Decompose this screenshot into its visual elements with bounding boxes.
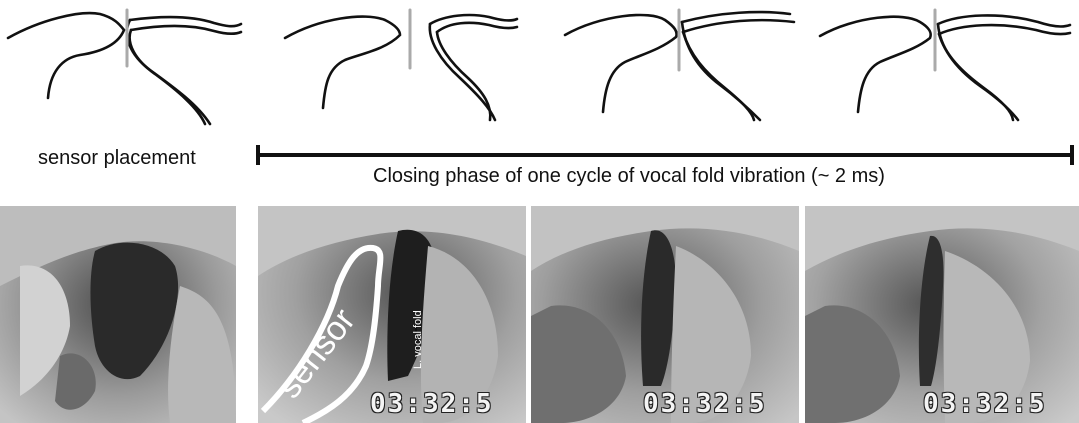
schematic-phase-3 bbox=[820, 10, 1070, 120]
endoscope-photo-phase-3: 03:32:5 bbox=[805, 206, 1079, 423]
timecode: 03:32:5 bbox=[370, 389, 494, 419]
timecode: 03:32:5 bbox=[643, 389, 767, 419]
left-fold-outer-lower bbox=[682, 22, 760, 120]
sensor-placement-caption: sensor placement bbox=[38, 147, 196, 170]
schematic-phase-1 bbox=[285, 10, 517, 120]
left-fold-inner bbox=[131, 26, 241, 34]
endoscope-photo-sensor-placement bbox=[0, 206, 236, 423]
closing-phase-caption: Closing phase of one cycle of vocal fold… bbox=[373, 165, 885, 188]
schematic-sensor-placement bbox=[8, 10, 241, 124]
left-fold-outer bbox=[130, 17, 241, 26]
schematic-phase-2 bbox=[565, 10, 794, 120]
left-fold-outer-lower bbox=[127, 20, 210, 124]
endoscope-photo-phase-1: sensor L. vocal fold 03:32:5 bbox=[258, 206, 526, 423]
vocal-fold-schematics bbox=[0, 0, 1079, 140]
endoscope-photo-phase-2: 03:32:5 bbox=[531, 206, 799, 423]
right-fold-outline bbox=[820, 17, 931, 112]
left-fold-inner-lower bbox=[939, 34, 1013, 120]
left-fold-inner-lower bbox=[437, 32, 490, 120]
left-fold-inner bbox=[683, 20, 794, 32]
right-fold-outline bbox=[565, 15, 677, 112]
time-bracket bbox=[256, 143, 1074, 167]
left-fold-inner-lower bbox=[130, 30, 205, 124]
timecode: 03:32:5 bbox=[923, 389, 1047, 419]
right-fold-outline bbox=[8, 13, 124, 98]
left-fold-inner bbox=[437, 23, 517, 32]
vocal-fold-annotation: L. vocal fold bbox=[412, 310, 424, 369]
left-fold-inner-lower bbox=[683, 32, 754, 120]
right-fold-outline bbox=[285, 17, 400, 108]
